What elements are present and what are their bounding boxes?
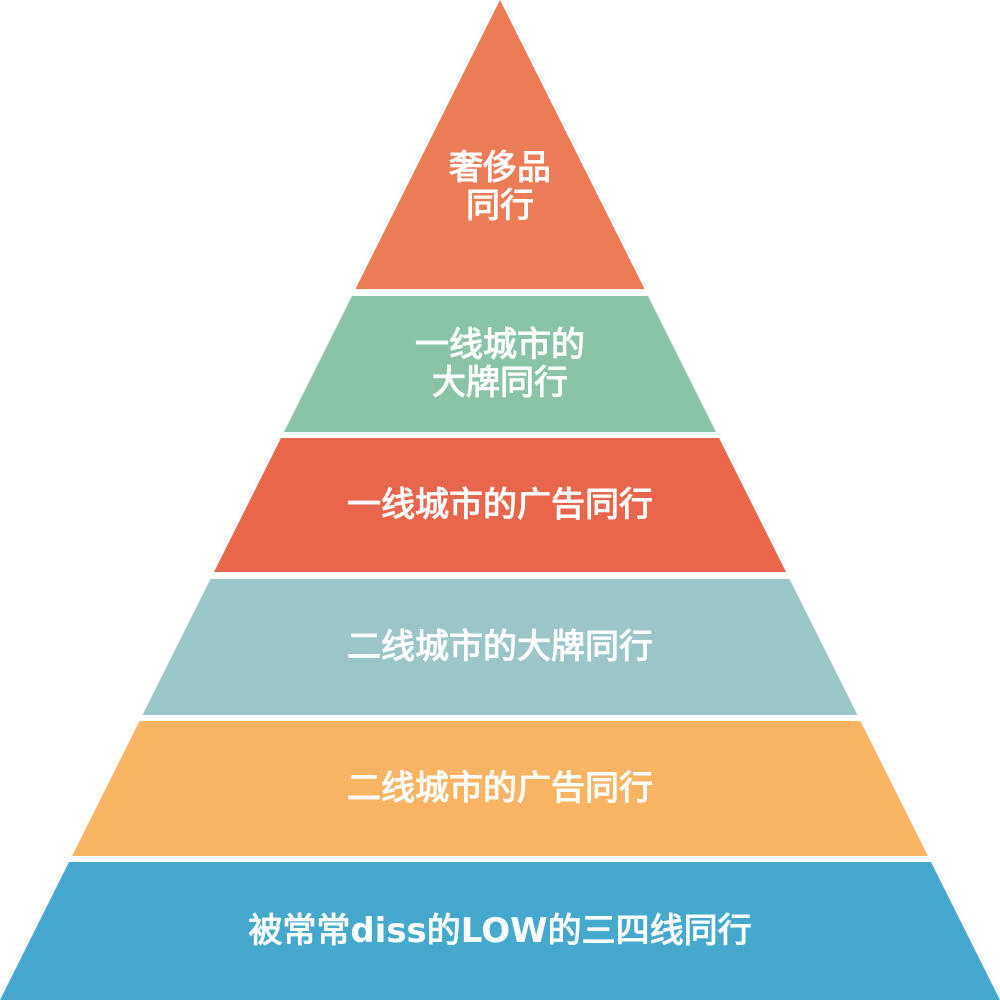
tier-1-label: 奢侈品 [449, 148, 551, 188]
tier-5: 二线城市的广告同行 [72, 721, 928, 856]
tier-3: 一线城市的广告同行 [214, 438, 786, 572]
tier-2-label: 大牌同行 [432, 363, 568, 403]
tier-1-label: 同行 [466, 186, 534, 226]
tier-2-band [284, 296, 716, 432]
tier-4-label: 二线城市的大牌同行 [347, 627, 653, 667]
tier-6-band [0, 862, 1000, 1000]
tier-3-band [214, 438, 786, 572]
tier-2-label: 一线城市的 [415, 325, 585, 365]
tier-4: 二线城市的大牌同行 [142, 579, 858, 715]
tier-6: 被常常diss的LOW的三四线同行 [0, 862, 1000, 1000]
tier-6-label: 被常常diss的LOW的三四线同行 [248, 911, 751, 951]
tier-5-label: 二线城市的广告同行 [347, 769, 653, 809]
tier-5-band [72, 721, 928, 856]
tier-4-band [142, 579, 858, 715]
tier-3-label: 一线城市的广告同行 [347, 485, 653, 525]
tier-1-band [355, 0, 645, 289]
